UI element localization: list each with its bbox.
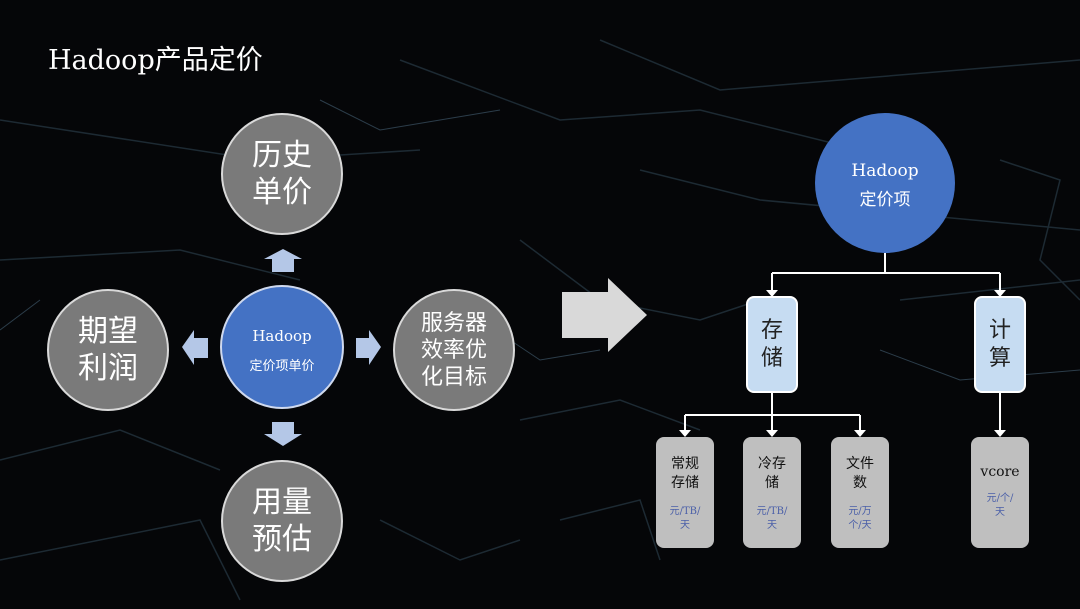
server-efficiency-circle: 服务器效率优化目标	[393, 289, 515, 411]
right-arrow-icon	[356, 330, 381, 365]
storage-box: 存储	[746, 296, 798, 393]
slide-title: Hadoop产品定价	[48, 45, 263, 76]
expected-profit-label: 期望利润	[78, 314, 138, 386]
leaf-name: 冷存 储	[758, 456, 786, 491]
leaf-unit: 元/TB/ 天	[669, 506, 701, 531]
server-efficiency-label: 服务器效率优化目标	[420, 310, 487, 390]
leaf-name: 常规 存储	[671, 456, 699, 491]
big-right-arrow-icon	[562, 278, 647, 352]
compute-label: 计算	[988, 317, 1011, 371]
file-count-box: 文件 数 元/万 个/天	[831, 437, 889, 548]
up-arrow-icon	[264, 249, 302, 272]
down-arrow-icon	[264, 422, 302, 446]
center-line2: 定价项单价	[249, 359, 315, 374]
hadoop-unit-price-circle: Hadoop 定价项单价	[220, 285, 344, 409]
usage-forecast-circle: 用量预估	[221, 460, 343, 582]
regular-storage-box: 常规 存储 元/TB/ 天	[656, 437, 714, 548]
history-price-circle: 历史单价	[221, 113, 343, 235]
hadoop-pricing-items-circle: Hadoop 定价项	[815, 113, 955, 253]
cold-storage-box: 冷存 储 元/TB/ 天	[743, 437, 801, 548]
expected-profit-circle: 期望利润	[47, 289, 169, 411]
left-arrow-icon	[182, 330, 208, 365]
leaf-unit: 元/个/ 天	[986, 493, 1014, 518]
history-price-label: 历史单价	[252, 138, 312, 210]
root-line2: 定价项	[859, 190, 911, 210]
root-line1: Hadoop	[851, 161, 919, 181]
leaf-unit: 元/万 个/天	[848, 506, 872, 531]
leaf-name: vcore	[980, 464, 1020, 480]
compute-box: 计算	[974, 296, 1026, 393]
storage-label: 存储	[760, 317, 783, 371]
center-line1: Hadoop	[252, 327, 312, 345]
leaf-unit: 元/TB/ 天	[756, 506, 788, 531]
tree-lines	[684, 253, 1001, 432]
leaf-name: 文件 数	[846, 456, 874, 491]
vcore-box: vcore 元/个/ 天	[971, 437, 1029, 548]
usage-forecast-label: 用量预估	[252, 485, 312, 557]
